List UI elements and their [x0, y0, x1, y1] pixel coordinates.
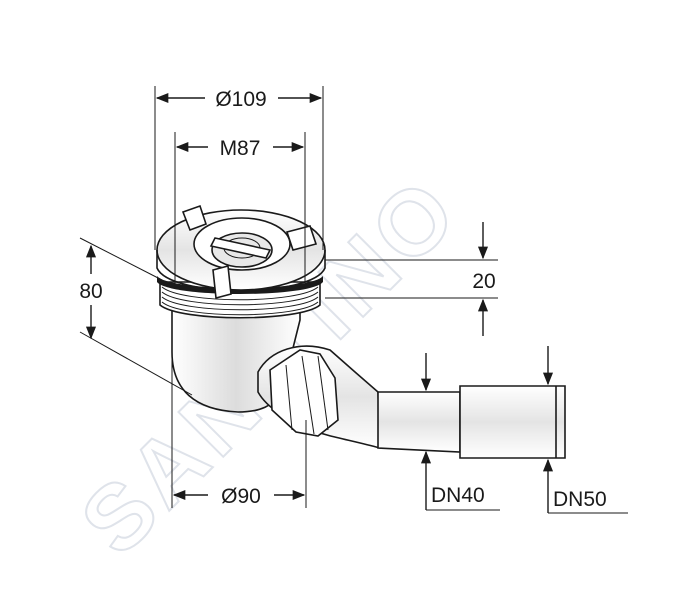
- dim-label-base-diameter: Ø90: [221, 485, 261, 508]
- dimension-height: 80: [79, 237, 193, 396]
- dimension-thread: M87: [174, 132, 306, 286]
- dim-label-thread: M87: [220, 137, 261, 160]
- dimension-outlet-small: DN40: [420, 353, 500, 511]
- dimension-base-diameter: Ø90: [171, 330, 307, 508]
- dimension-outlet-large: DN50: [542, 346, 628, 514]
- mounting-lugs: [181, 204, 318, 300]
- dimension-outer-diameter: Ø109: [154, 86, 324, 250]
- dim-label-offset: 20: [472, 270, 495, 293]
- dim-label-outlet-large: DN50: [553, 488, 607, 511]
- dimension-offset: 20: [325, 222, 498, 336]
- dim-label-outlet-small: DN40: [431, 484, 485, 507]
- dim-label-height: 80: [79, 280, 102, 303]
- thread-lines: [161, 286, 319, 316]
- outlet-pipe: [257, 345, 566, 459]
- dim-label-outer-diameter: Ø109: [215, 88, 266, 111]
